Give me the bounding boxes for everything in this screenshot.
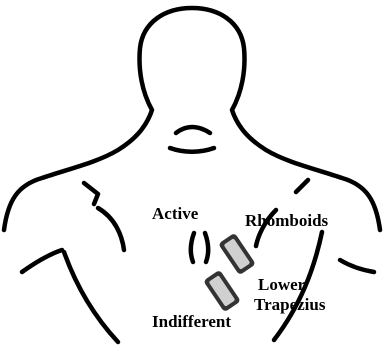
left-arm-outer [22,250,62,272]
right-scapula-line [296,180,308,192]
spine-line-right [205,233,208,262]
rhomboids-electrode [218,233,256,276]
body-outline [4,8,380,230]
neck-line-lower [170,148,214,152]
label-rhomboids: Rhomboids [245,212,328,229]
label-active: Active [152,205,198,222]
label-indifferent: Indifferent [152,313,231,330]
label-trapezius: Trapezius [254,296,325,313]
left-arm-inner [64,252,118,342]
neck-line-upper [176,127,210,133]
lower-trapezius-electrode [203,270,241,313]
left-shoulder-blade [98,208,124,250]
spine-line-left [191,233,194,262]
right-arm-outer [340,260,374,272]
left-scapula-line [84,183,98,204]
label-lower: Lower [258,276,305,293]
